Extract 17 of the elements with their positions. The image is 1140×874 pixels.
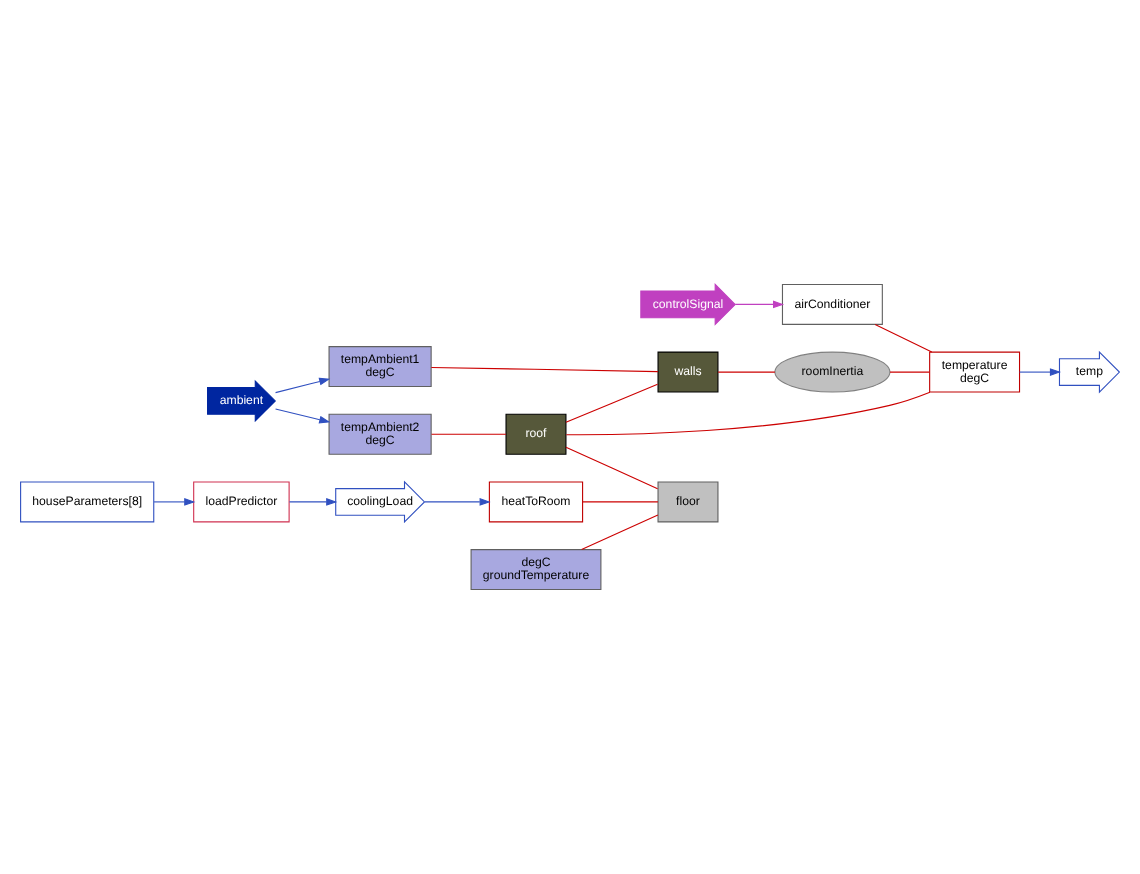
connector [581, 514, 659, 550]
arrow [153, 498, 196, 506]
arrow [424, 498, 491, 506]
connector [565, 383, 659, 423]
arrow [1019, 368, 1062, 376]
connector [565, 391, 931, 436]
connector [565, 446, 659, 490]
connector [430, 433, 507, 435]
connector [582, 501, 659, 503]
connector [430, 366, 659, 373]
arrow [275, 377, 331, 394]
arrow [734, 300, 785, 309]
connector [889, 371, 930, 373]
arrow [288, 498, 338, 506]
connector [717, 371, 776, 373]
connector [874, 324, 933, 353]
arrow [275, 408, 331, 424]
